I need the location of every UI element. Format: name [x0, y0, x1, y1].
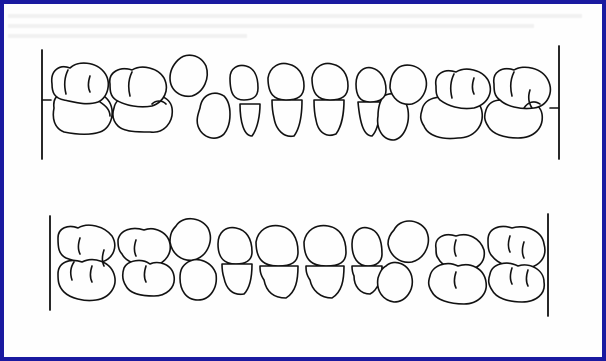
lower-premolar-bottom-1 — [180, 260, 216, 300]
lower-premolar-top-1 — [170, 219, 210, 261]
upper-premolar-top-1 — [170, 55, 207, 96]
lower-canine-top-1 — [218, 228, 252, 264]
illustration-frame — [4, 4, 602, 357]
upper-molar-top-1 — [52, 63, 109, 104]
lower-molar-top-4 — [488, 227, 545, 269]
upper-molar-top-3 — [436, 69, 491, 108]
upper-incisor-top-2 — [312, 64, 348, 100]
lower-molar-bottom-4 — [489, 263, 545, 302]
lower-incisor-top-1 — [256, 226, 298, 266]
upper-premolar-top-2 — [390, 65, 426, 104]
upper-premolar-bottom-3 — [358, 102, 380, 136]
lower-incisor-bottom-2 — [260, 266, 298, 298]
upper-molar-top-4 — [494, 67, 551, 108]
upper-arch — [42, 46, 559, 159]
lower-canine-top-2 — [352, 228, 382, 266]
lower-incisor-bottom-1 — [222, 264, 252, 294]
upper-incisor-bottom-1 — [272, 100, 302, 136]
lower-molar-bottom-1 — [58, 260, 115, 301]
lower-arch — [50, 214, 548, 316]
lower-molar-bottom-2 — [123, 261, 175, 296]
lower-incisor-bottom-3 — [306, 266, 344, 298]
upper-incisor-bottom-2 — [314, 100, 344, 135]
lower-incisor-top-2 — [304, 226, 346, 266]
upper-premolar-bottom-1 — [197, 93, 230, 138]
lower-molar-bottom-3 — [429, 264, 487, 304]
upper-incisor-top-1 — [268, 64, 304, 100]
upper-canine-top-2 — [356, 68, 386, 102]
lower-premolar-top-2 — [388, 221, 428, 262]
upper-canine-top-1 — [230, 66, 258, 101]
lower-molar-top-1 — [58, 225, 115, 263]
lower-premolar-bottom-2 — [378, 262, 413, 302]
dental-occlusion-diagram — [4, 4, 602, 357]
upper-premolar-bottom-2 — [240, 104, 260, 136]
